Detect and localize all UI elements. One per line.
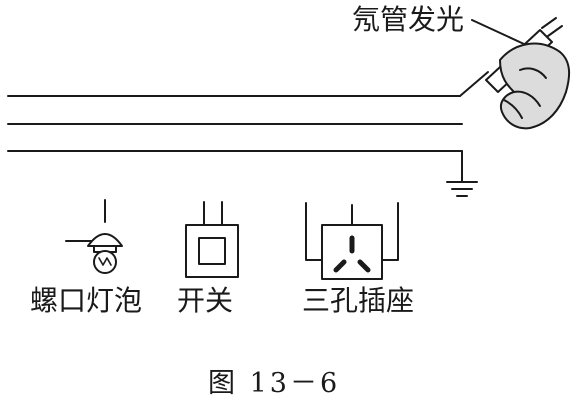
socket-label: 三孔插座 [302,284,415,317]
test-pen-hand [459,17,571,130]
lamp-symbol [65,199,123,274]
switch-symbol [185,201,239,278]
lamp-label: 螺口灯泡 [30,284,143,317]
tester-pointer-line [471,19,525,45]
ground-symbol [446,150,478,197]
switch-label: 开关 [177,284,234,317]
neon-tester-label: 氖管发光 [352,3,465,36]
socket-symbol [305,202,399,280]
figure-caption: 图 13－6 [208,368,341,399]
